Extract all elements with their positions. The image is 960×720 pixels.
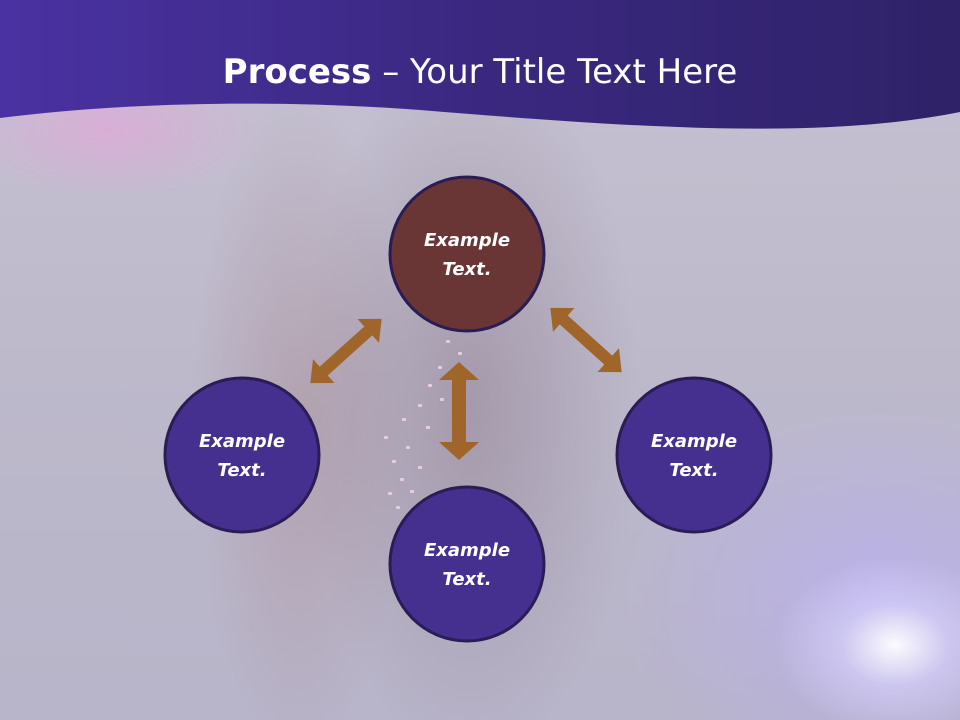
node-right-line2: Text. <box>669 460 718 481</box>
node-top-circle <box>388 175 546 333</box>
double-arrow-left <box>310 318 382 384</box>
title-rest: Your Title Text Here <box>410 52 738 92</box>
node-left-line2: Text. <box>217 460 266 481</box>
page-title: Process – Your Title Text Here <box>0 52 960 92</box>
node-right-circle <box>615 376 773 534</box>
node-bottom-line2: Text. <box>442 569 491 590</box>
node-left: Example Text. <box>163 376 321 534</box>
node-left-circle <box>163 376 321 534</box>
node-bottom-line1: Example <box>424 540 510 561</box>
title-separator: – <box>371 52 411 92</box>
node-top-line2: Text. <box>442 259 491 280</box>
node-left-line1: Example <box>199 431 285 452</box>
node-bottom: Example Text. <box>388 485 546 643</box>
node-right-line1: Example <box>651 431 737 452</box>
node-bottom-circle <box>388 485 546 643</box>
double-arrow-vertical <box>439 362 479 460</box>
arrows <box>310 307 622 460</box>
header-banner <box>0 0 960 129</box>
node-top-line1: Example <box>424 230 510 251</box>
node-top: Example Text. <box>388 175 546 333</box>
node-right: Example Text. <box>615 376 773 534</box>
title-bold: Process <box>222 52 372 92</box>
double-arrow-right <box>550 307 622 373</box>
